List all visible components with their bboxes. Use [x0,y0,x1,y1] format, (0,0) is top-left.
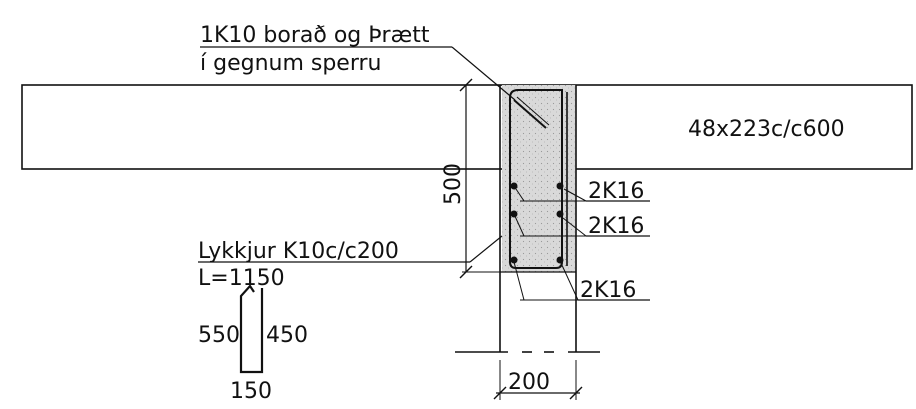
width-dimension-label: 200 [508,370,550,395]
dim-500-tick-bottom [459,265,473,279]
rebar-dot [556,256,564,264]
leader-2k16-a-right [563,188,587,202]
stirrup-callout-line1: Lykkjur K10c/c200 [198,239,399,264]
stirrup-shape-detail [239,284,264,374]
bottom-bars-label-2: 2K16 [588,214,644,239]
stirrup-left-leg-label: 550 [198,323,240,348]
leader-2k16-b-right [562,217,587,237]
stirrup-right-leg-label: 450 [266,323,308,348]
rebar-callout-line1: 1K10 borað og Þrætt [200,23,430,48]
through-bar-edge [516,96,550,126]
leader-2k16-c-diag [513,261,525,301]
through-bar [513,99,547,129]
rebar-dot [556,182,564,190]
rebar-callout-line2: í gegnum sperru [200,51,382,76]
leader-top [451,46,516,101]
rafter-spec-label: 48x223c/c600 [688,117,845,142]
leader-2k16-b-diag [513,213,525,237]
bottom-bars-label-1: 2K16 [588,179,644,204]
leader-2k16-c-right [560,262,579,301]
bottom-bars-label-3: 2K16 [580,278,636,303]
rebar-dot [510,256,518,264]
dim-200-tick-right [569,386,583,400]
depth-dimension-label: 500 [441,163,466,205]
stirrup-width-label: 150 [230,379,272,404]
dim-200-tick-left [493,386,507,400]
leader-2k16-a-diag [513,185,525,202]
stirrup-callout-line2: L=1150 [198,266,285,291]
concrete-beam-fill [502,85,576,272]
stirrup-loop [509,89,563,269]
leader-stirrup [469,235,503,263]
rebar-dot [556,210,564,218]
dim-500-tick-top [459,78,473,92]
